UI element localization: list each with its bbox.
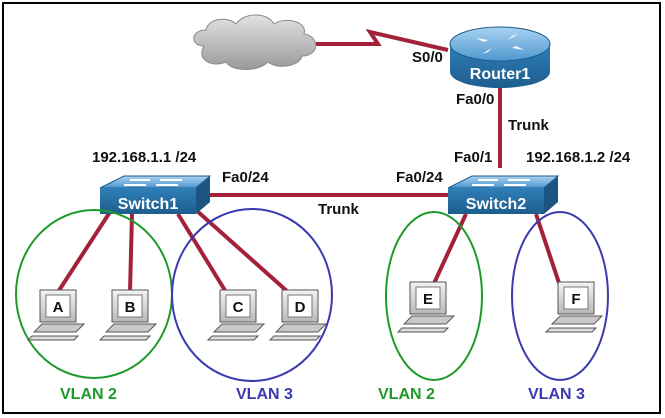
pc-group: A B C D E F <box>26 281 604 341</box>
pc-c-icon[interactable]: C <box>206 289 266 341</box>
link-sw2-f <box>534 213 564 293</box>
switch1-label: Switch1 <box>118 196 179 213</box>
label-router-fa0-0: Fa0/0 <box>456 91 494 108</box>
links <box>56 28 564 294</box>
label-sw2-fa0-1: Fa0/1 <box>454 149 492 166</box>
link-sw1-d <box>194 208 290 294</box>
switch1-icon[interactable] <box>99 175 212 214</box>
label-trunk-router: Trunk <box>508 117 549 134</box>
label-trunk-switches: Trunk <box>318 201 359 218</box>
link-sw2-e <box>428 213 468 293</box>
link-sw1-a <box>56 210 112 294</box>
pc-label: C <box>233 299 244 316</box>
label-s0-0: S0/0 <box>412 49 443 66</box>
label-sw1-ip: 192.168.1.1 /24 <box>92 149 197 166</box>
pc-label: E <box>423 291 433 308</box>
switch2-label: Switch2 <box>466 196 527 213</box>
wan-cloud-icon <box>193 14 317 70</box>
pc-e-icon[interactable]: E <box>396 281 456 333</box>
label-sw2-fa0-24: Fa0/24 <box>396 169 443 186</box>
router1-label: Router1 <box>470 66 531 83</box>
label-sw1-fa0-24: Fa0/24 <box>222 169 269 186</box>
pc-b-icon[interactable]: B <box>98 289 158 341</box>
pc-label: D <box>295 299 306 316</box>
vlan2-group-sw2 <box>385 211 483 381</box>
label-sw2-ip: 192.168.1.2 /24 <box>526 149 631 166</box>
pc-label: A <box>53 299 64 316</box>
serial-link <box>316 28 449 52</box>
pc-a-icon[interactable]: A <box>26 289 86 341</box>
vlan2-label-sw2: VLAN 2 <box>378 386 435 403</box>
router-icon[interactable] <box>449 26 551 88</box>
vlan3-label-sw1: VLAN 3 <box>236 386 293 403</box>
pc-d-icon[interactable]: D <box>268 289 328 341</box>
pc-label: F <box>571 291 580 308</box>
link-sw1-b <box>128 213 134 293</box>
vlan2-label-sw1: VLAN 2 <box>60 386 117 403</box>
vlan3-group-sw2 <box>511 211 609 381</box>
vlan3-label-sw2: VLAN 3 <box>528 386 585 403</box>
link-sw1-c <box>176 212 228 294</box>
pc-label: B <box>125 299 136 316</box>
pc-f-icon[interactable]: F <box>544 281 604 333</box>
vlan3-group-sw1 <box>171 208 333 382</box>
switch2-icon[interactable] <box>447 175 560 214</box>
